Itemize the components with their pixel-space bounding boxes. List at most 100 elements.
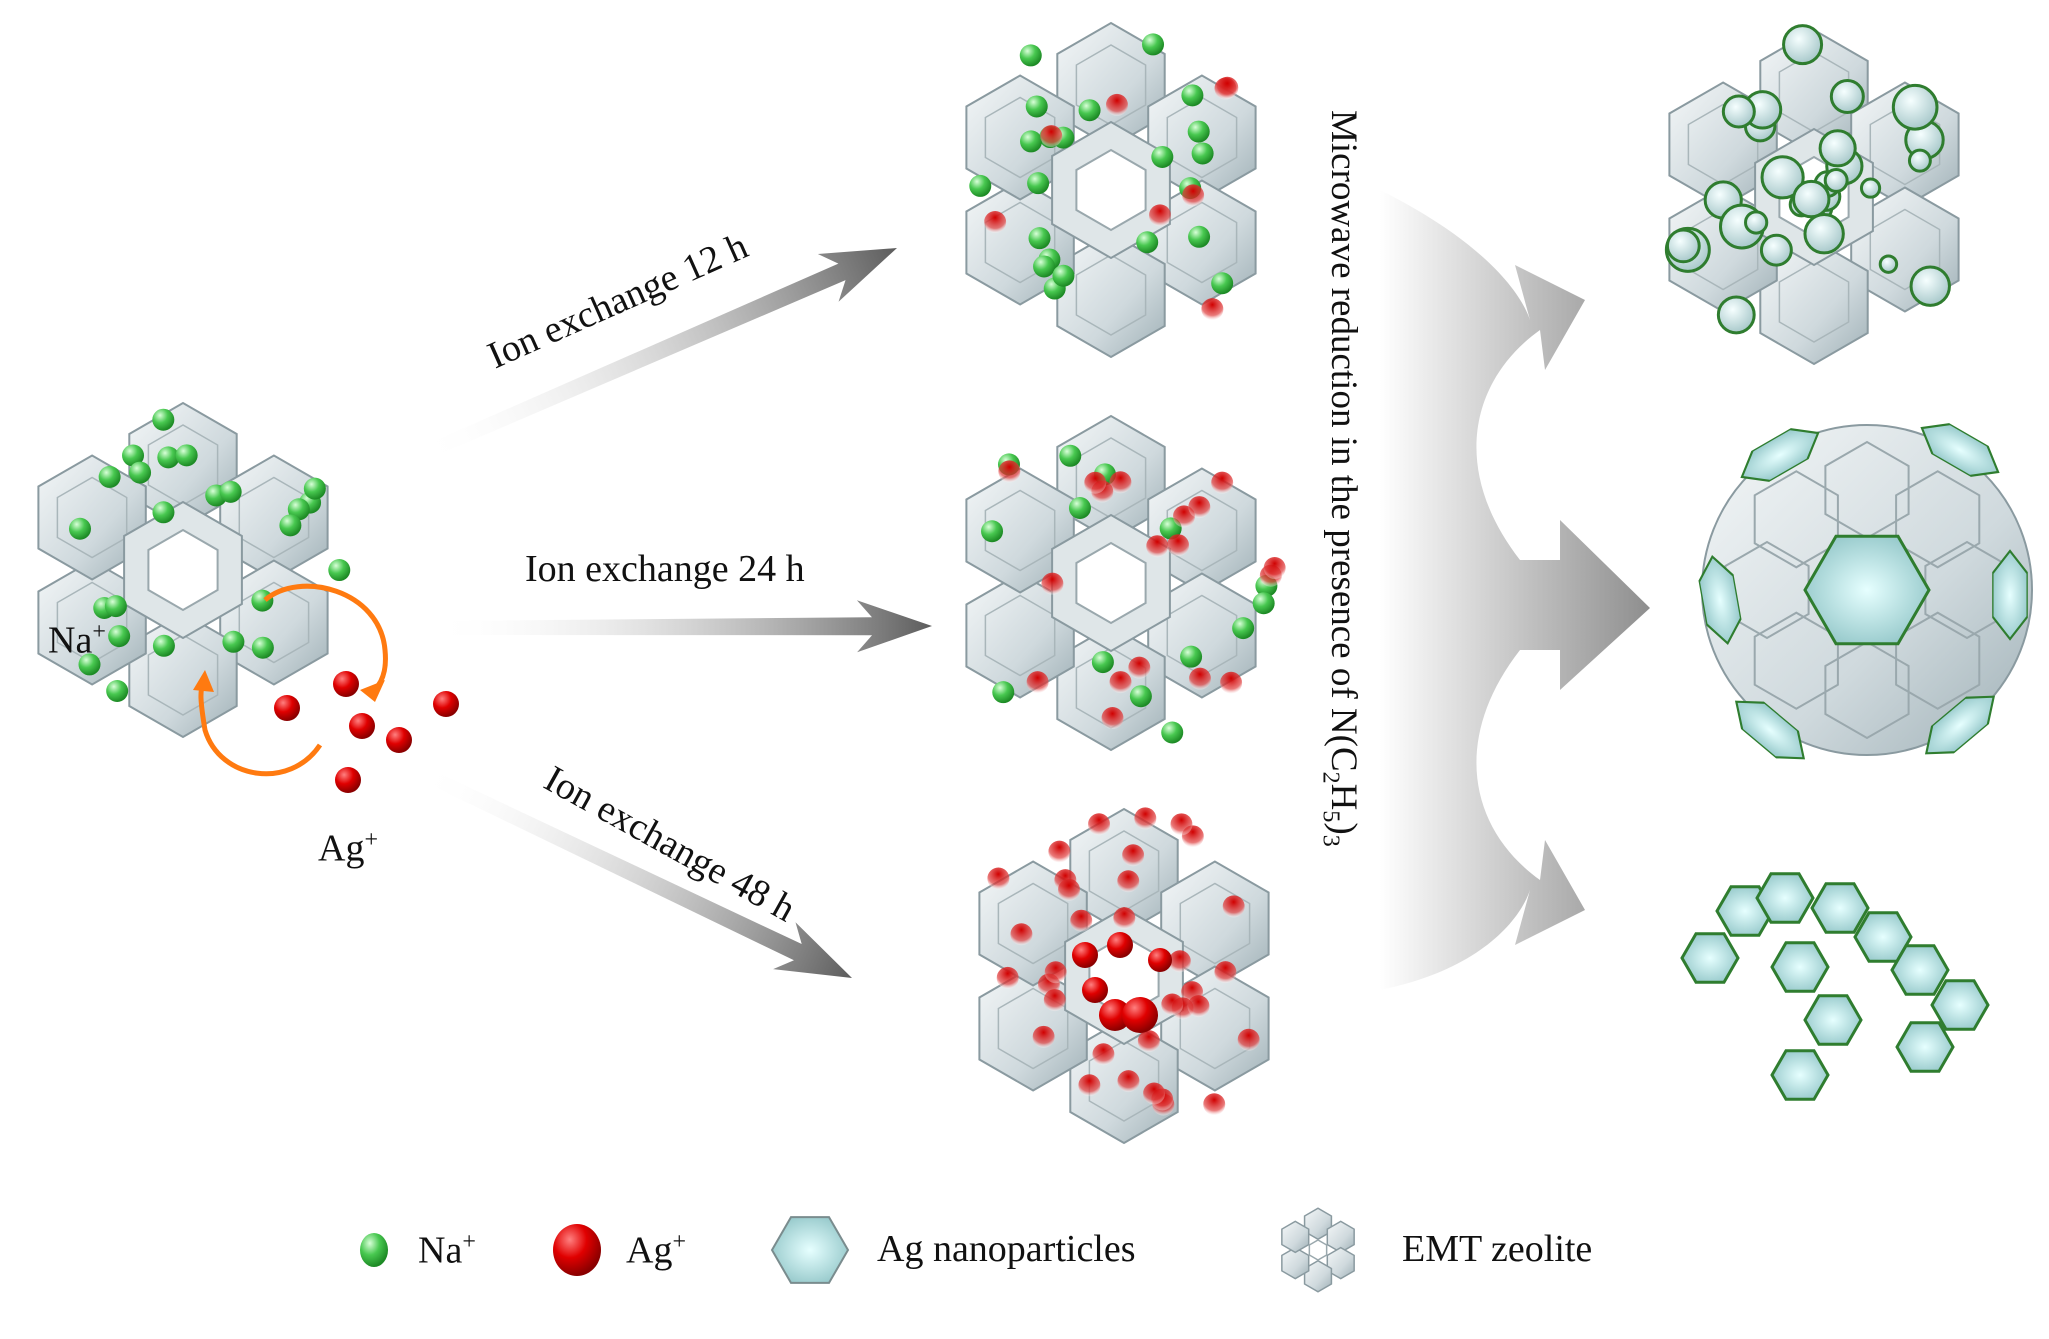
legend-ag-icon [553, 1224, 601, 1276]
ag-nanoparticle [1829, 78, 1865, 114]
reduction-text: Microwave reduction in the presence of N… [1323, 110, 1364, 772]
ag-ion [998, 460, 1021, 483]
ag-ion [1222, 895, 1245, 918]
ag-nanoparticle [1930, 979, 1990, 1031]
ion-exchange-cycle [193, 583, 459, 793]
arrow-48h-shape [416, 765, 852, 978]
na-ion [219, 480, 242, 503]
ag-nanoparticle [1782, 24, 1824, 66]
process-arrows [416, 190, 1650, 990]
ag-nanoparticle-surface [1698, 554, 1742, 646]
legend-nanoparticles: Ag nanoparticles [877, 1228, 1136, 1270]
exchange-arrowhead-lower [193, 670, 214, 692]
arrow-24h [431, 600, 933, 653]
ag-ion [1214, 961, 1237, 984]
ag-ion [1043, 989, 1066, 1012]
ag-nanoparticle [1907, 148, 1932, 173]
legend-ag: Ag+ [626, 1230, 686, 1270]
ag-ion [1070, 909, 1093, 932]
ag-label-charge: + [364, 827, 378, 853]
arrow-24h-shape [431, 600, 933, 653]
cage-facet [984, 489, 1056, 572]
ag-ion [1137, 1030, 1160, 1053]
ag-nanoparticle-surface [1734, 700, 1806, 760]
ag-nanoparticle [1895, 1021, 1955, 1073]
ag-ion [1109, 671, 1132, 694]
ag-nanoparticle [1760, 155, 1805, 200]
cage-facet [1179, 882, 1251, 965]
exchange-arrowhead-upper [360, 680, 385, 702]
ag-ion [1148, 204, 1171, 227]
zeolite-product-medium-np [1698, 423, 2033, 760]
ag-nanoparticle [1716, 295, 1756, 335]
na-ion [1025, 95, 1048, 118]
legend-zeolite-icon [1281, 1207, 1355, 1293]
ag-ion [1201, 298, 1224, 321]
zeolite-structures [37, 21, 2033, 1145]
ag-nanoparticle [1721, 94, 1756, 129]
ag-ion [984, 211, 1007, 234]
reduction-close: ) [1323, 822, 1364, 835]
reduction-label: Microwave reduction in the presence of N… [1317, 110, 1364, 847]
ag-nanoparticle-large [1803, 534, 1931, 646]
ag-ion [1026, 671, 1049, 694]
legend-icons [360, 1207, 1355, 1293]
na-ion [1033, 255, 1056, 278]
cage-pore [1075, 148, 1147, 232]
cage-facet [147, 634, 219, 716]
zeolite-product-small-np [1664, 24, 1960, 366]
ag-ion-free [386, 727, 412, 753]
reduction-fan-arrow [1380, 190, 1650, 990]
cage-pore [147, 528, 219, 612]
na-ion [1020, 130, 1043, 153]
ag-ion-cluster [1122, 997, 1158, 1033]
cage-facet [984, 96, 1056, 179]
ag-ion-cluster [1072, 942, 1098, 968]
ag-ion [996, 966, 1019, 989]
ag-ion [1040, 125, 1063, 148]
ag-ion [1143, 1082, 1166, 1105]
na-ion [68, 517, 91, 540]
ag-nanoparticle [1823, 167, 1849, 193]
ag-nanoparticle [1744, 210, 1769, 235]
na-ion [251, 636, 274, 659]
step-label-24h: Ion exchange 24 h [525, 548, 805, 590]
ag-ion-free [433, 691, 459, 717]
ag-label-text: Ag [318, 827, 365, 870]
cage-facet [997, 882, 1069, 965]
na-ion [1188, 225, 1211, 248]
ag-ion-cluster [1107, 932, 1133, 958]
ag-ion [1167, 534, 1190, 557]
na-ion [152, 634, 175, 657]
na-ion [152, 408, 175, 431]
zeolite-48h [978, 807, 1270, 1145]
ag-nanoparticles-aggregate [1680, 872, 1990, 1101]
exchange-arrow-lower [198, 683, 323, 777]
reduction-h: H [1323, 783, 1364, 811]
cage-facet [1869, 103, 1941, 186]
legend-nanoparticle-icon [770, 1216, 850, 1284]
ag-ion-free [274, 695, 300, 721]
ag-ion [1161, 993, 1184, 1016]
na-ion [1091, 651, 1114, 674]
cage-facet [1778, 261, 1850, 343]
ag-ion [1188, 667, 1211, 690]
na-ion [279, 514, 302, 537]
ag-nanoparticle [1803, 213, 1845, 255]
ag-ion [1170, 813, 1193, 836]
ag-nanoparticle [1810, 882, 1870, 934]
arrow-48h [416, 765, 852, 978]
cage-unit [1281, 1220, 1310, 1254]
cage-unit [1895, 470, 1981, 569]
ag-nanoparticle [1770, 941, 1830, 993]
na-ion [1059, 444, 1082, 467]
reduction-sub-2: 2 [1317, 771, 1344, 784]
na-ion [1191, 142, 1214, 165]
ag-ion [1117, 1070, 1140, 1093]
ag-ion [1203, 1093, 1226, 1116]
cage-unit [1724, 540, 1810, 640]
na-ion [1180, 645, 1203, 668]
zeolite-initial [37, 401, 351, 739]
ag-nanoparticle-surface [1740, 428, 1820, 482]
